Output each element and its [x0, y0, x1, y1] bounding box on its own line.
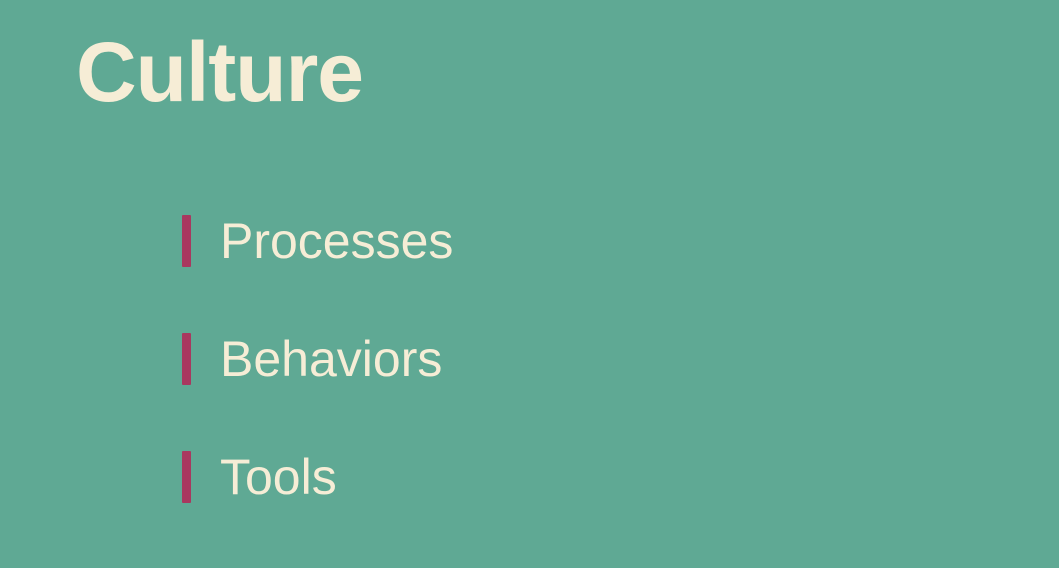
bullet-bar-icon	[182, 451, 191, 503]
bullet-bar-icon	[182, 215, 191, 267]
slide-title: Culture	[76, 25, 364, 119]
bullet-label: Processes	[220, 213, 454, 269]
bullet-bar-icon	[182, 333, 191, 385]
bullet-label: Tools	[220, 449, 337, 505]
bullet-label: Behaviors	[220, 331, 443, 387]
